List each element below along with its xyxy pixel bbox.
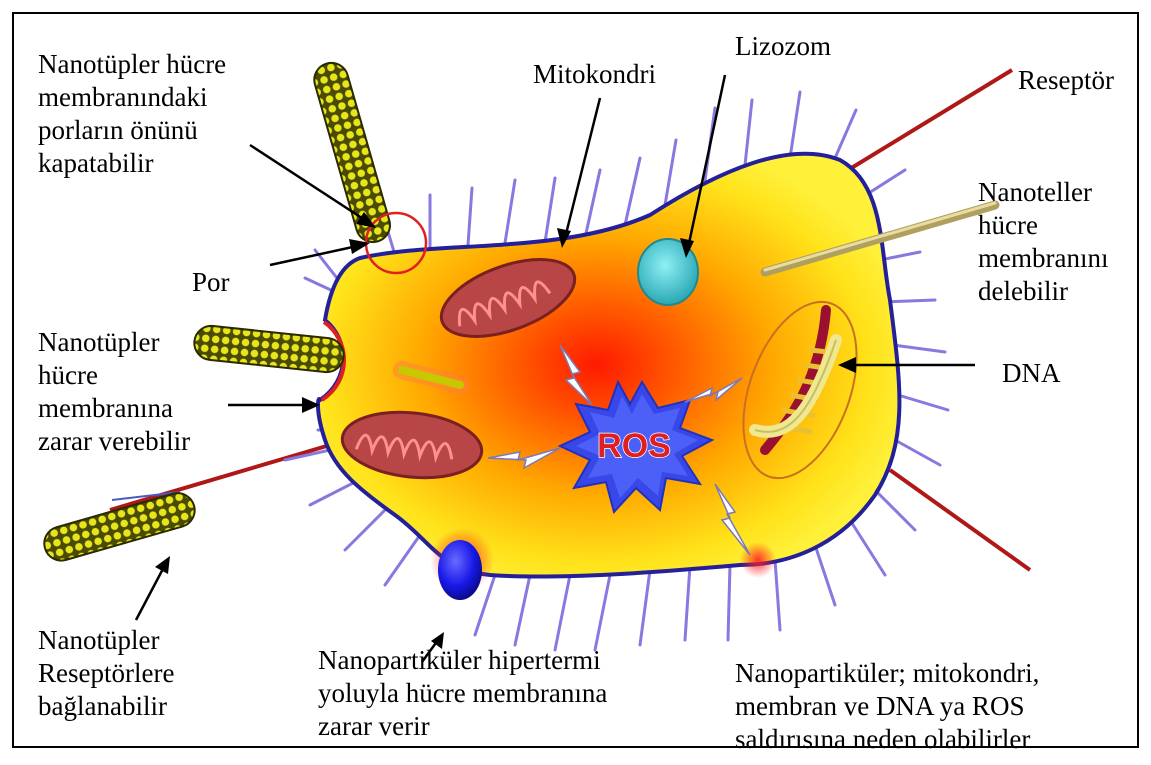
- label-receptor: Reseptör: [1018, 64, 1114, 97]
- label-nanoparticles-hyperthermia: Nanopartiküler hipertermi yoluyla hücre …: [318, 644, 607, 743]
- label-pore: Por: [192, 266, 230, 299]
- label-lysosome: Lizozom: [735, 30, 831, 63]
- label-nanotubes-damage-membrane: Nanotüpler hücre membranına zarar verebi…: [38, 326, 190, 458]
- label-mitochondria: Mitokondri: [533, 58, 656, 91]
- label-dna: DNA: [1002, 357, 1061, 390]
- label-nanowires: Nanoteller hücre membranını delebilir: [978, 176, 1108, 308]
- label-nanotubes-receptors: Nanotüpler Reseptörlere bağlanabilir: [38, 624, 174, 723]
- label-nanotubes-block-pores: Nanotüpler hücre membranındaki porların …: [38, 48, 226, 180]
- label-nanoparticles-ros: Nanopartiküler; mitokondri, membran ve D…: [735, 657, 1039, 756]
